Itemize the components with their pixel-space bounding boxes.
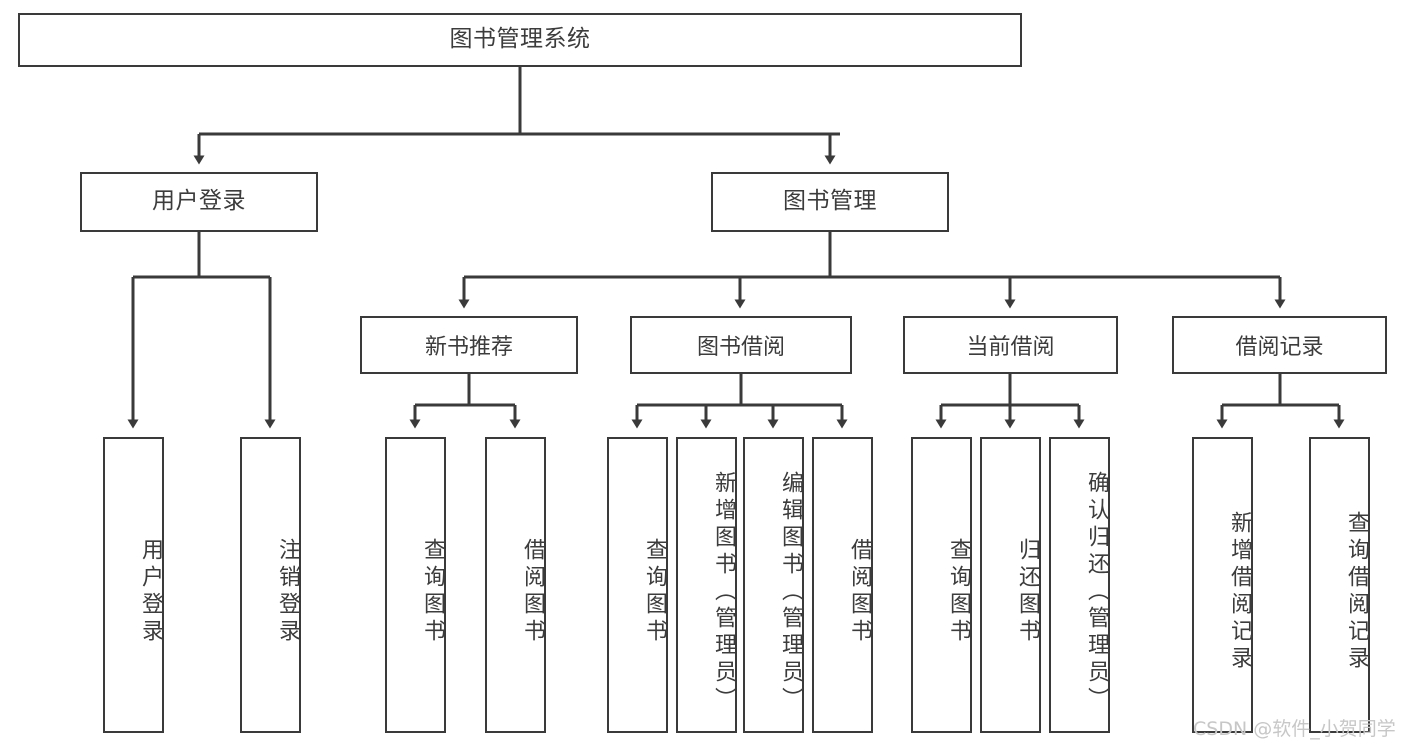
leaf-add-book[interactable]: 新增图书（管理员）	[676, 437, 737, 733]
node-current-borrow-label: 当前借阅	[966, 335, 1055, 360]
leaf-return-book-label: 归还图书	[1015, 538, 1040, 646]
leaf-edit-book[interactable]: 编辑图书（管理员）	[743, 437, 804, 733]
node-book-manage-label: 图书管理	[783, 188, 877, 215]
node-book-borrow-label: 图书借阅	[696, 335, 785, 360]
leaf-confirm-return[interactable]: 确认归还（管理员）	[1049, 437, 1110, 733]
leaf-add-record-label: 新增借阅记录	[1227, 511, 1252, 673]
leaf-user-login-label: 用户登录	[138, 538, 163, 646]
node-borrow-record-label: 借阅记录	[1235, 335, 1324, 360]
leaf-query-book-2-label: 查询图书	[642, 538, 667, 646]
node-current-borrow[interactable]: 当前借阅	[903, 316, 1118, 374]
leaf-add-record[interactable]: 新增借阅记录	[1192, 437, 1253, 733]
leaf-query-book-1[interactable]: 查询图书	[385, 437, 446, 733]
leaf-return-book[interactable]: 归还图书	[980, 437, 1041, 733]
leaf-query-book-3[interactable]: 查询图书	[911, 437, 972, 733]
leaf-edit-book-label: 编辑图书（管理员）	[778, 470, 803, 714]
node-user-login[interactable]: 用户登录	[80, 172, 318, 232]
leaf-user-login[interactable]: 用户登录	[103, 437, 164, 733]
node-user-login-label: 用户登录	[152, 188, 246, 215]
leaf-query-record[interactable]: 查询借阅记录	[1309, 437, 1370, 733]
leaf-query-book-1-label: 查询图书	[420, 538, 445, 646]
leaf-logout-login[interactable]: 注销登录	[240, 437, 301, 733]
node-book-manage[interactable]: 图书管理	[711, 172, 949, 232]
leaf-confirm-return-label: 确认归还（管理员）	[1084, 470, 1109, 714]
watermark-text: CSDN @软件_小贺同学	[1193, 718, 1396, 740]
leaf-borrow-book-1-label: 借阅图书	[520, 538, 545, 646]
leaf-query-book-3-label: 查询图书	[946, 538, 971, 646]
leaf-query-book-2[interactable]: 查询图书	[607, 437, 668, 733]
leaf-borrow-book-1[interactable]: 借阅图书	[485, 437, 546, 733]
leaf-add-book-label: 新增图书（管理员）	[711, 470, 736, 714]
leaf-borrow-book-2-label: 借阅图书	[847, 538, 872, 646]
leaf-query-record-label: 查询借阅记录	[1344, 511, 1369, 673]
node-root[interactable]: 图书管理系统	[18, 13, 1022, 67]
node-new-book-recommend[interactable]: 新书推荐	[360, 316, 578, 374]
node-root-label: 图书管理系统	[449, 26, 591, 53]
node-book-borrow[interactable]: 图书借阅	[630, 316, 852, 374]
leaf-logout-login-label: 注销登录	[275, 538, 300, 646]
node-new-book-recommend-label: 新书推荐	[424, 335, 513, 360]
leaf-borrow-book-2[interactable]: 借阅图书	[812, 437, 873, 733]
node-borrow-record[interactable]: 借阅记录	[1172, 316, 1387, 374]
